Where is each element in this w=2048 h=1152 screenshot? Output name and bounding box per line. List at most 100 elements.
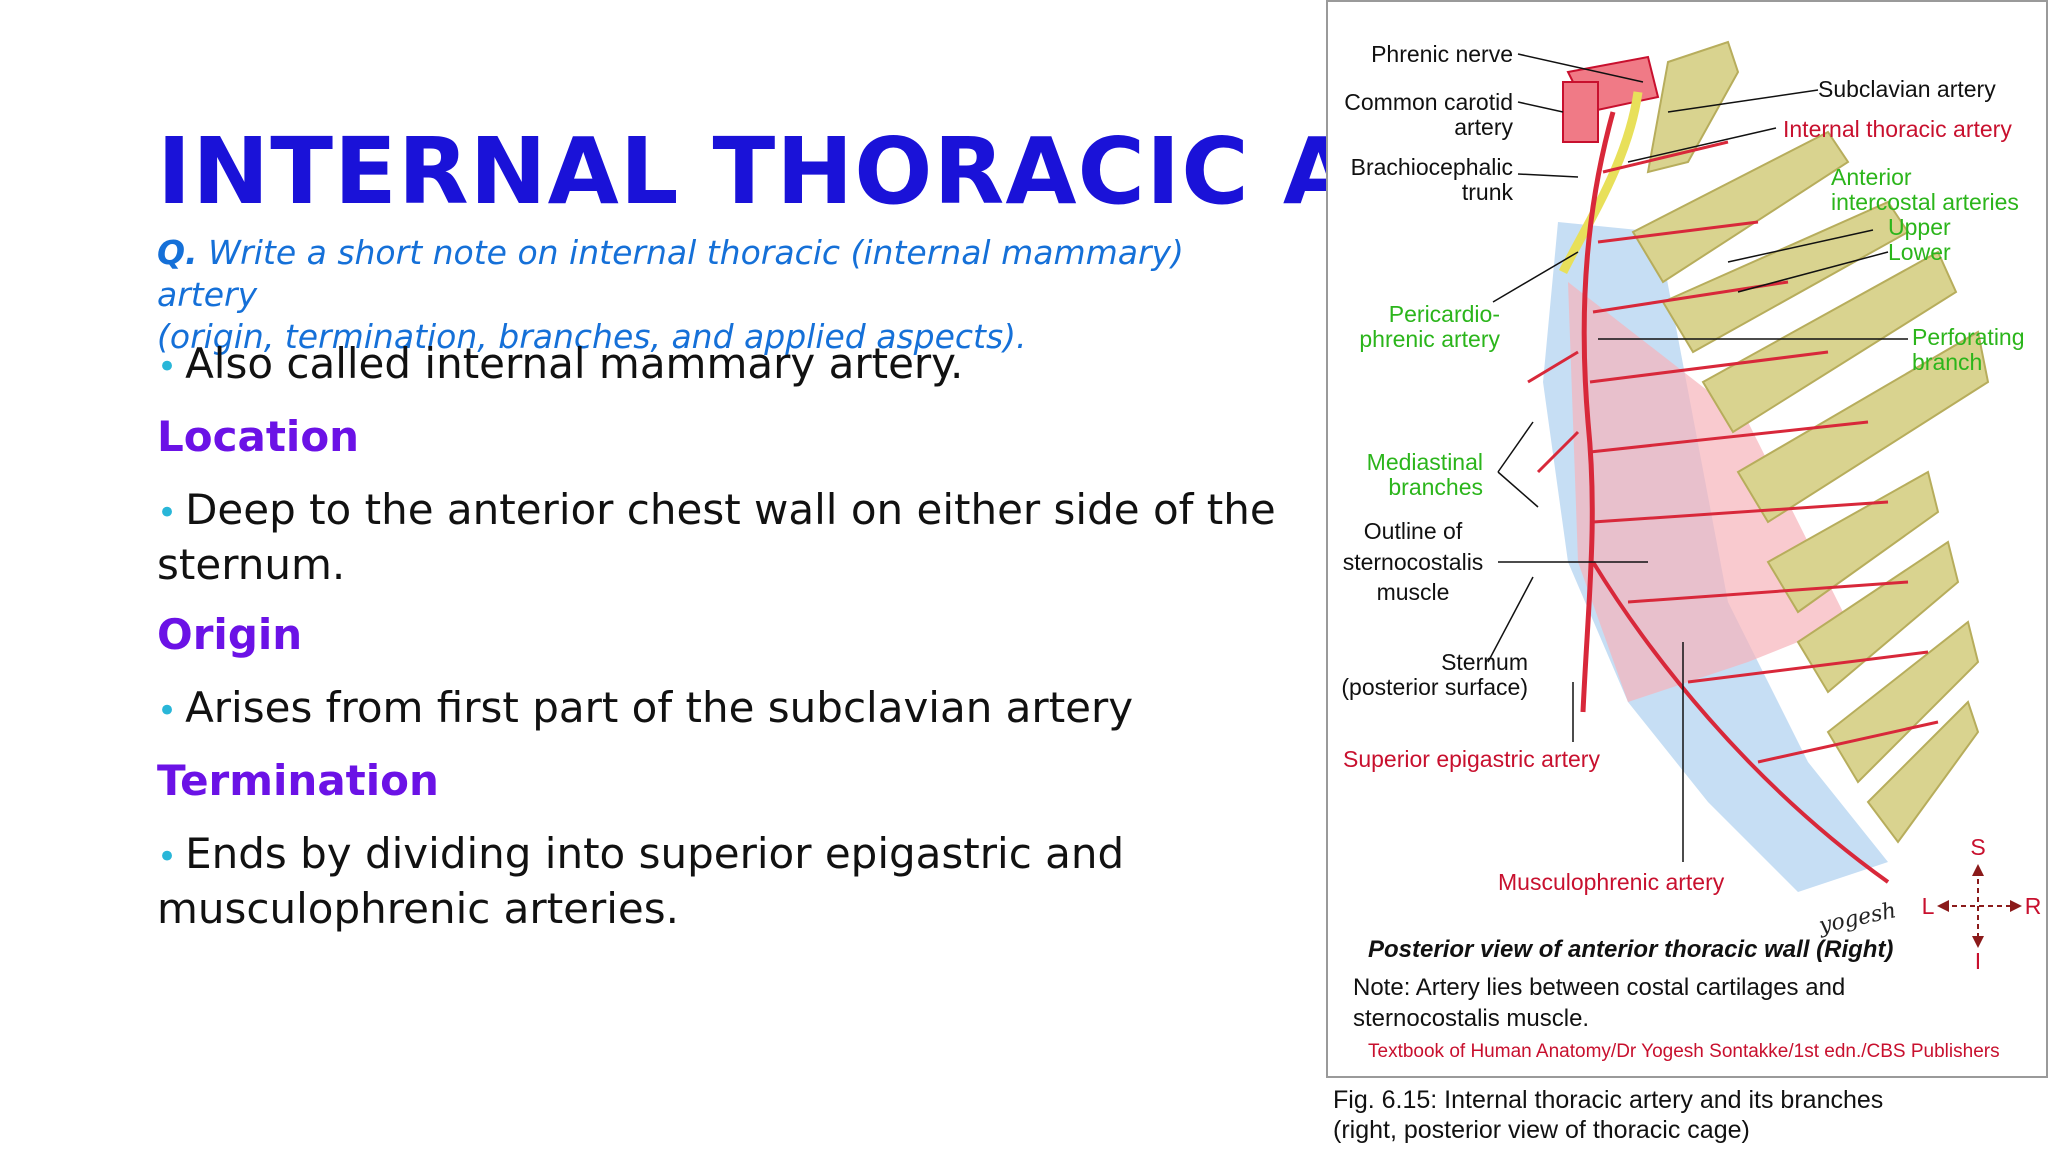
anatomy-figure: Phrenic nerve Common carotid artery Brac… [1326, 0, 2048, 1078]
label-superior-epigastric: Superior epigastric artery [1343, 746, 1600, 772]
question-text: Q. Write a short note on internal thorac… [157, 232, 1257, 358]
pointer-line [1727, 229, 1874, 263]
label-perforating-1: Perforating [1912, 324, 2025, 350]
compass-r: R [2025, 893, 2042, 919]
musculophrenic-artery-shape [1591, 560, 1890, 884]
arrow-left-icon [1937, 900, 1949, 912]
bullet-termination: •Ends by dividing into superior epigastr… [157, 828, 1277, 935]
artery-branch [1592, 500, 1889, 524]
artery-branch [1597, 220, 1759, 244]
label-lower: Lower [1888, 239, 1951, 265]
rib [1796, 540, 1960, 694]
compass-l: L [1922, 893, 1935, 919]
anatomy-illustration: Phrenic nerve Common carotid artery Brac… [1341, 40, 2042, 1062]
artery-branch [1687, 650, 1929, 684]
label-pericardiophrenic-2: phrenic artery [1359, 326, 1500, 352]
pointer-line [1627, 127, 1777, 163]
heading-termination: Termination [157, 756, 439, 805]
signature: yogesh [1816, 898, 1899, 939]
pointer-line [1517, 53, 1644, 83]
arrow-up-icon [1972, 864, 1984, 876]
internal-thoracic-artery-shape [1580, 111, 1616, 713]
bullet-also-called: •Also called internal mammary artery. [157, 338, 1277, 393]
note-line-2: sternocostalis muscle. [1353, 1005, 1589, 1032]
label-subclavian: Subclavian artery [1818, 76, 1996, 102]
label-internal-thoracic: Internal thoracic artery [1783, 116, 2012, 142]
pointer-line [1667, 89, 1819, 113]
common-carotid-shape [1562, 81, 1599, 143]
artery-branch [1527, 350, 1579, 384]
pointer-line [1487, 576, 1534, 663]
note-line-1: Note: Artery lies between costal cartila… [1353, 974, 1845, 1001]
bullet-dot-icon: • [157, 493, 178, 533]
label-anterior-2: intercostal arteries [1831, 189, 2019, 215]
label-sternum-2: (posterior surface) [1341, 674, 1528, 700]
label-outline-3: muscle [1377, 579, 1450, 605]
question-prefix: Q. [157, 233, 198, 272]
rib [1646, 40, 1740, 174]
pointer-line [1517, 173, 1579, 178]
bullet-text: Also called internal mammary artery. [185, 339, 964, 388]
heading-origin: Origin [157, 610, 303, 659]
pointer-line [1497, 421, 1534, 473]
pointer-line [1492, 251, 1579, 303]
artery-branch [1602, 140, 1729, 174]
bullet-dot-icon: • [157, 691, 178, 731]
artery-branch [1589, 420, 1869, 454]
orientation-compass: S L R I [1922, 834, 2042, 974]
pointer-lines [1487, 53, 1908, 862]
label-outline-2: sternocostalis [1343, 549, 1484, 575]
bullet-dot-icon: • [157, 837, 178, 877]
rib-group [1631, 40, 1990, 844]
label-mediastinal-2: branches [1388, 474, 1483, 500]
label-phrenic-nerve: Phrenic nerve [1371, 41, 1513, 67]
bullet-text-line-2: musculophrenic arteries. [157, 884, 680, 933]
caption-line-2: (right, posterior view of thoracic cage) [1333, 1116, 1750, 1144]
figure-caption: Fig. 6.15: Internal thoracic artery and … [1333, 1085, 1883, 1145]
label-perforating-2: branch [1912, 349, 1982, 375]
label-sternum-1: Sternum [1441, 649, 1528, 675]
bullet-text-line-1: Ends by dividing into superior epigastri… [185, 829, 1125, 878]
bullet-dot-icon: • [157, 347, 178, 387]
artery-branch [1589, 350, 1829, 384]
caption-line-1: Fig. 6.15: Internal thoracic artery and … [1333, 1086, 1884, 1114]
label-anterior-1: Anterior [1831, 164, 1912, 190]
pointer-line [1737, 251, 1889, 293]
question-line-1: Write a short note on internal thoracic … [157, 233, 1184, 314]
rib [1701, 250, 1958, 434]
label-brachiocephalic-1: Brachiocephalic [1351, 154, 1513, 180]
label-musculophrenic: Musculophrenic artery [1498, 869, 1725, 895]
pointer-line [1497, 471, 1539, 508]
label-brachiocephalic-2: trunk [1462, 179, 1514, 205]
bullet-location: •Deep to the anterior chest wall on eith… [157, 484, 1277, 591]
rib [1661, 200, 1910, 354]
arrow-down-icon [1972, 936, 1984, 948]
source-citation: Textbook of Human Anatomy/Dr Yogesh Sont… [1368, 1041, 2000, 1062]
artery-branch [1627, 580, 1909, 604]
question-line-2: (origin, termination, branches, and appl… [157, 317, 1027, 356]
heading-location: Location [157, 412, 360, 461]
bullet-text-line-1: Deep to the anterior chest wall on eithe… [185, 485, 1276, 534]
compass-s: S [1970, 834, 1985, 860]
label-upper: Upper [1888, 214, 1951, 240]
label-pericardiophrenic-1: Pericardio- [1389, 301, 1500, 327]
phrenic-nerve-shape [1558, 91, 1643, 275]
intercostal-branches [1527, 140, 1939, 764]
rib [1631, 130, 1850, 284]
rib [1736, 330, 1990, 524]
bullet-text: Arises from first part of the subclavian… [185, 683, 1134, 732]
bullet-origin: •Arises from first part of the subclavia… [157, 682, 1277, 737]
view-title: Posterior view of anterior thoracic wall… [1368, 936, 1893, 963]
bullet-text-line-2: sternum. [157, 540, 346, 589]
label-outline-1: Outline of [1364, 518, 1463, 544]
rib [1826, 620, 1980, 784]
sternocostalis-muscle-shape [1568, 282, 1848, 702]
label-common-carotid-1: Common carotid [1344, 89, 1513, 115]
rib [1866, 700, 1980, 844]
label-mediastinal-1: Mediastinal [1367, 449, 1483, 475]
artery-branch [1536, 430, 1580, 474]
artery-branch [1757, 720, 1939, 764]
compass-i: I [1975, 948, 1981, 974]
arrow-right-icon [2010, 900, 2022, 912]
